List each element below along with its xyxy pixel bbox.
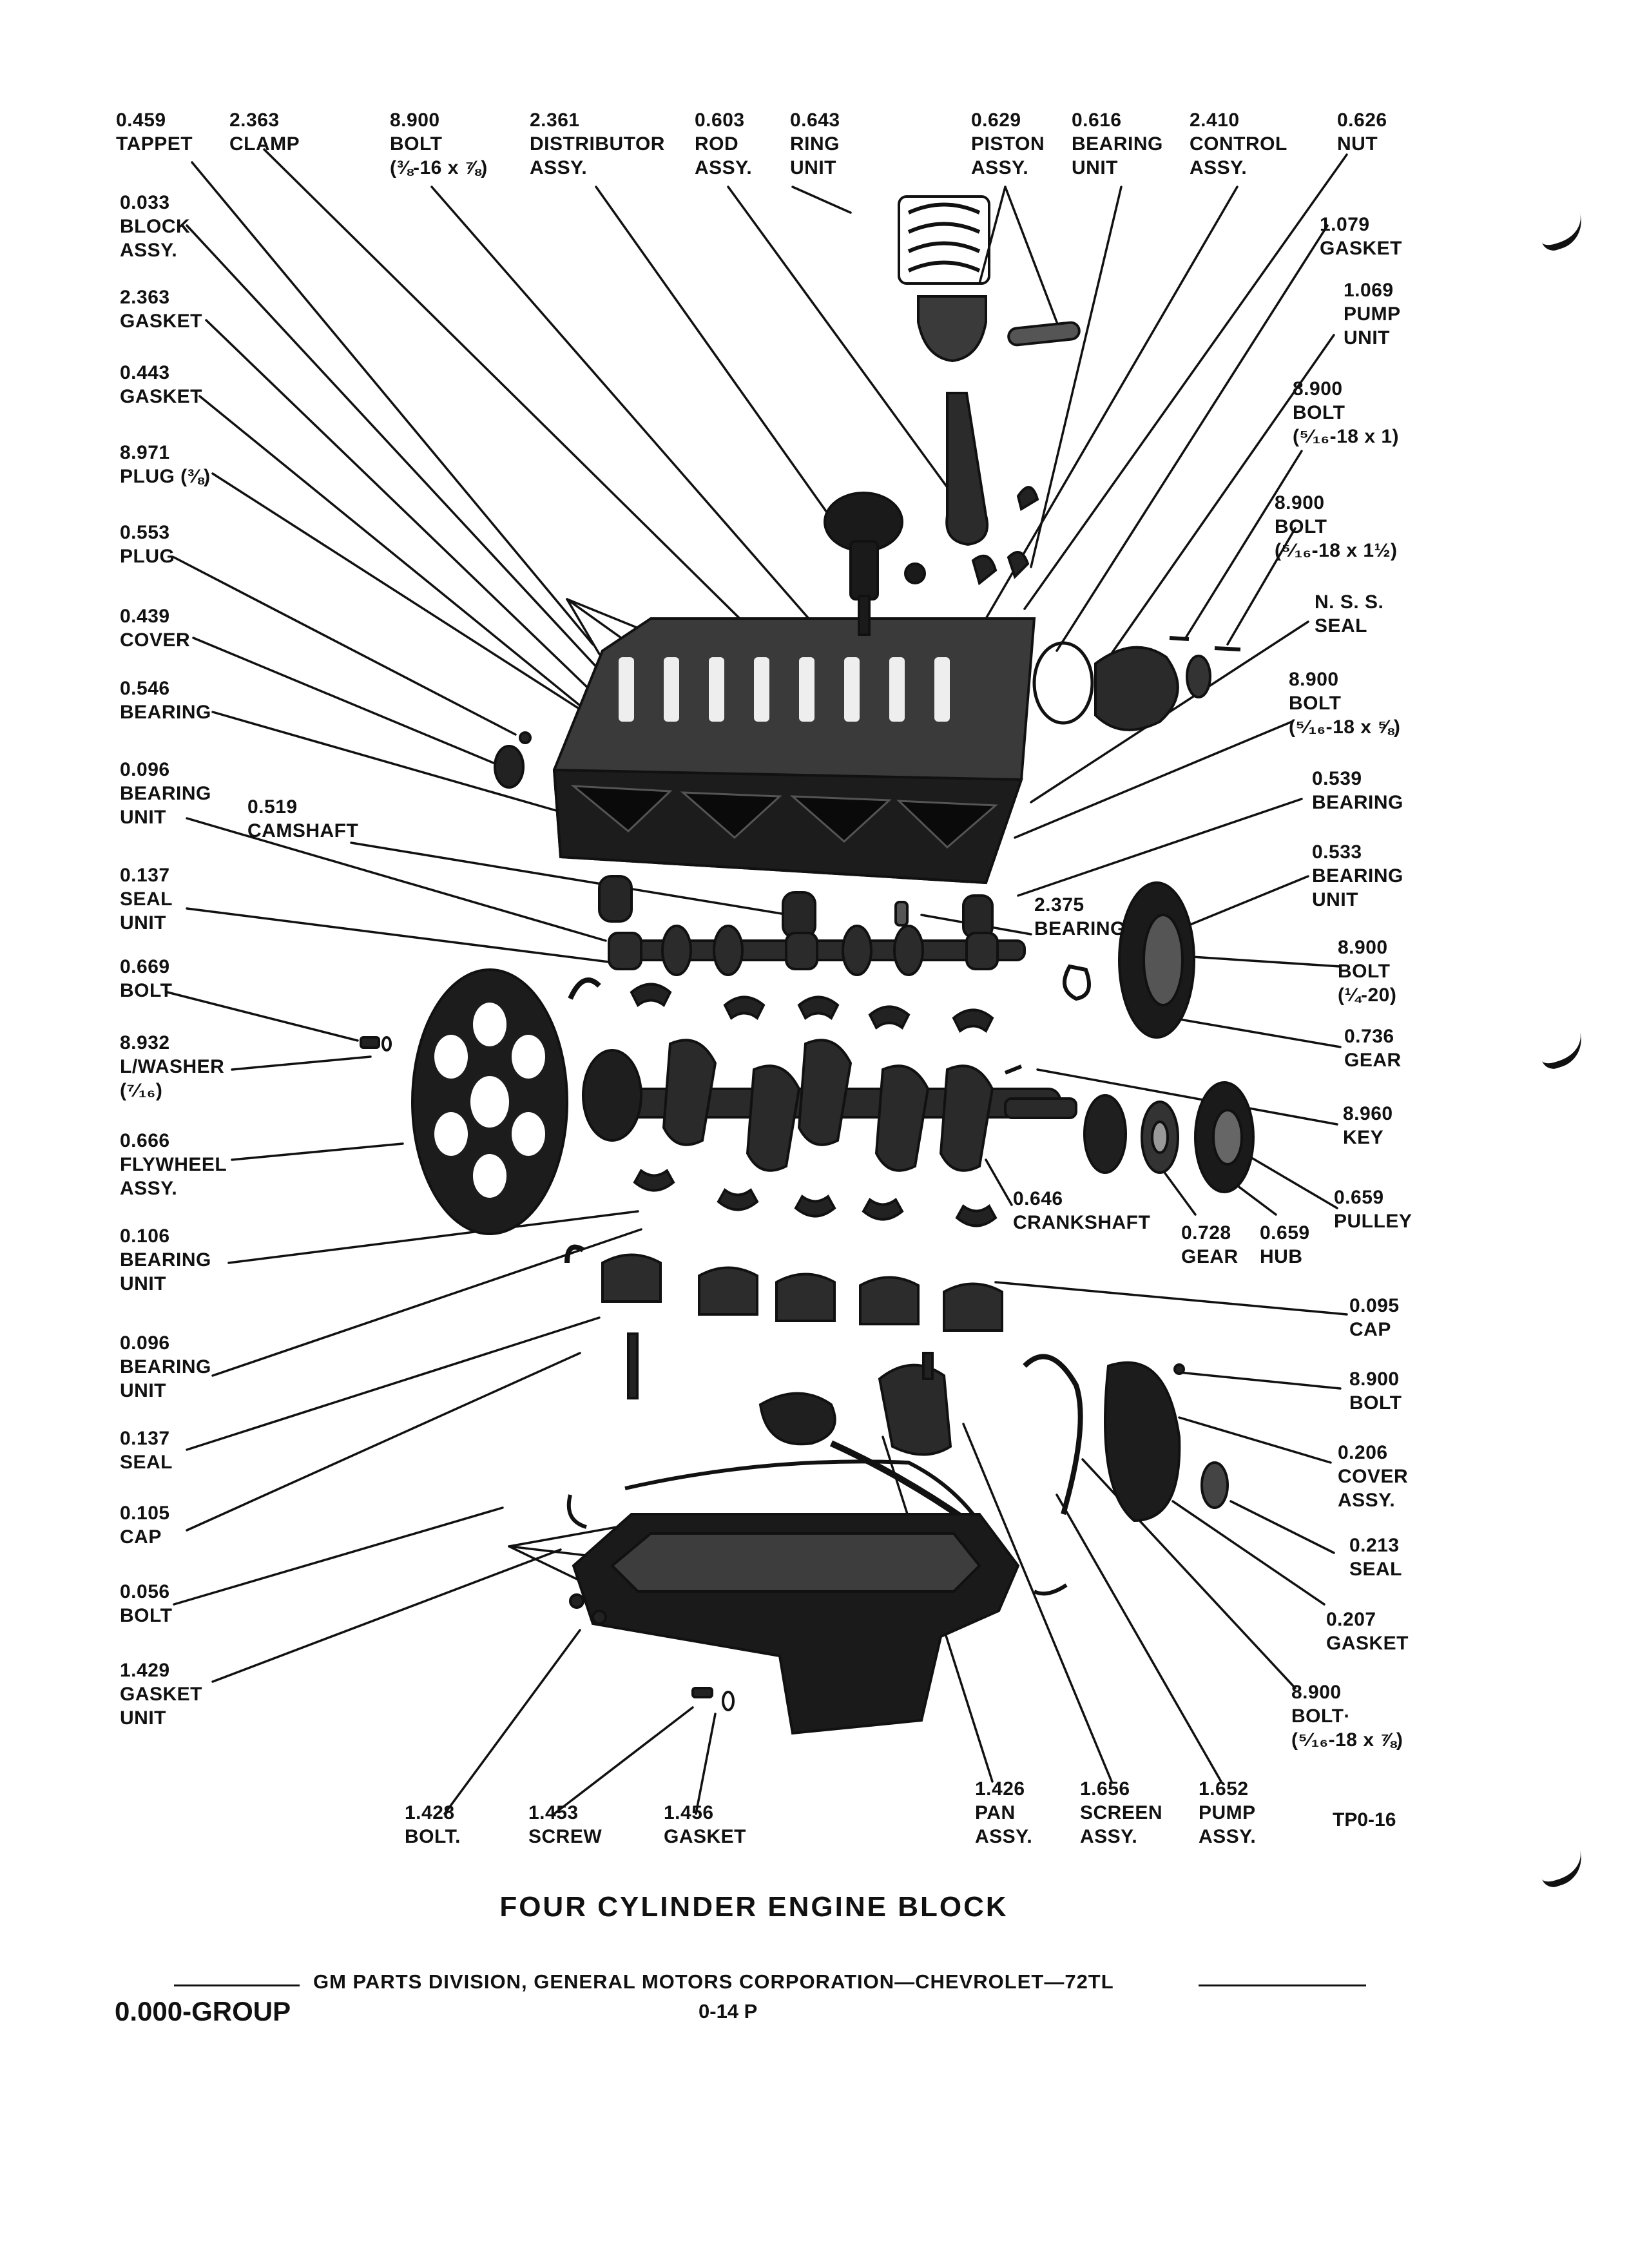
footer-text: GM PARTS DIVISION, GENERAL MOTORS CORPOR…: [313, 1970, 1114, 1993]
label-nss-seal: N. S. S.SEAL: [1315, 591, 1384, 637]
crank-pulley-stack: [1083, 1081, 1255, 1193]
upper-main-bearings: [630, 983, 994, 1033]
footer-rule-right: [1199, 1984, 1366, 1986]
leader-lines: [166, 148, 1348, 1815]
lower-main-bearings: [633, 1169, 998, 1227]
cam-bearings: [598, 875, 994, 939]
footer-rule-left: [174, 1984, 300, 1986]
camshaft: [608, 925, 1026, 976]
engine-block: [494, 617, 1036, 885]
page-title: FOUR CYLINDER ENGINE BLOCK: [499, 1891, 1008, 1923]
camshaft-gear: [1063, 881, 1195, 1039]
timing-cover: [1023, 1354, 1229, 1523]
flywheel: [360, 968, 601, 1235]
main-bearing-caps: [564, 1244, 1003, 1399]
page-number: 0-14 P: [699, 2000, 758, 2023]
piston-assembly: [898, 195, 1081, 586]
oil-pump: [758, 1352, 969, 1524]
group-label: 0.000-GROUP: [115, 1996, 291, 2026]
oil-pan: [569, 1513, 1020, 1735]
figure-id: TP0-16: [1333, 1809, 1396, 1831]
crankshaft: [582, 1039, 1077, 1172]
distributor: [824, 492, 926, 636]
pan-gaskets: [566, 1459, 1068, 1596]
water-pump: [1032, 636, 1241, 731]
